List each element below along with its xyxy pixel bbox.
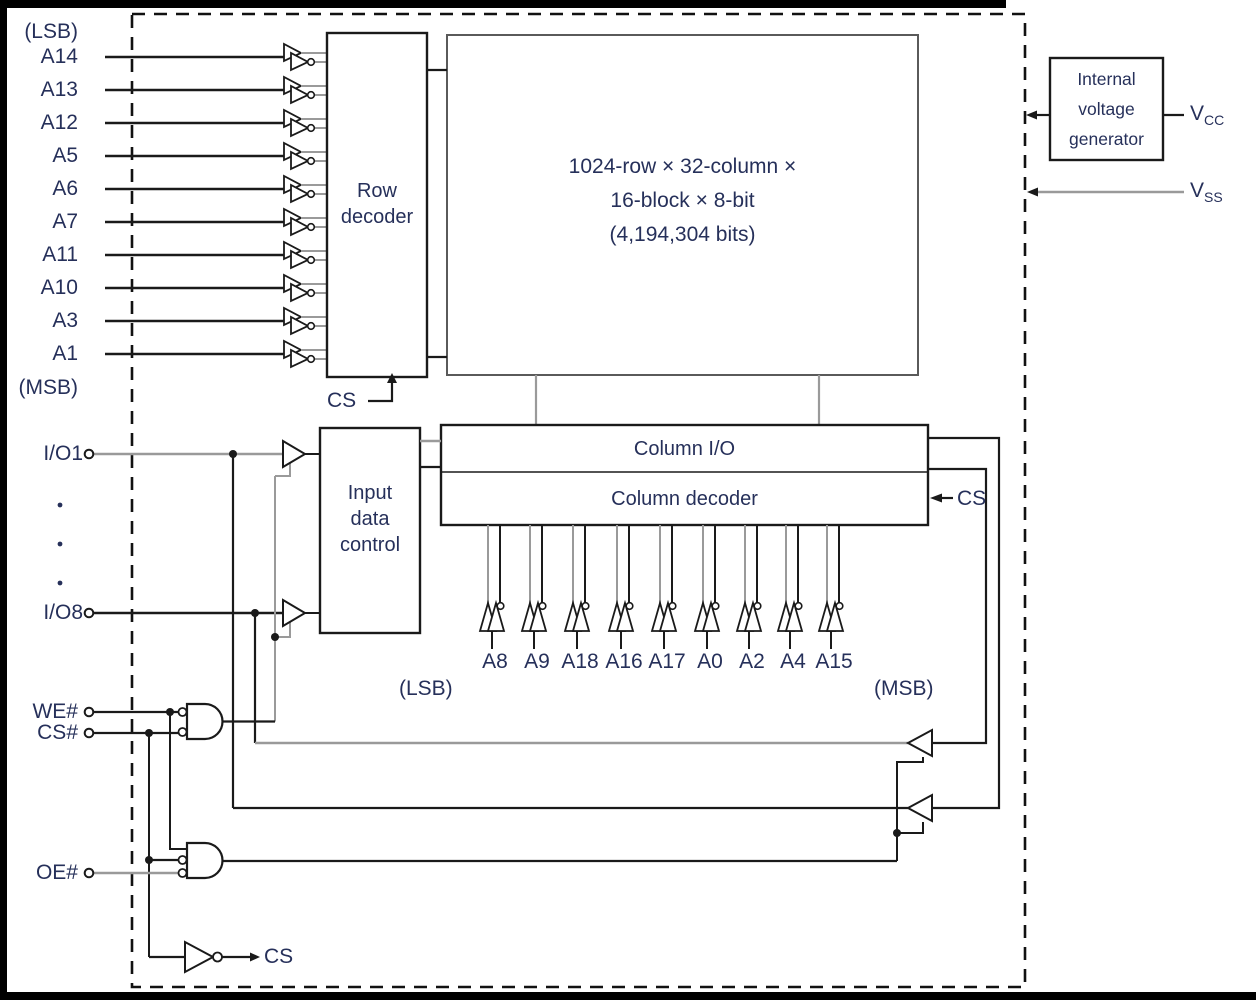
- row-pin-label: A3: [52, 309, 78, 332]
- input-data-control-box: [318, 426, 422, 635]
- row-pin-label: A14: [40, 45, 78, 68]
- vcc-label: VCC: [1190, 101, 1224, 133]
- column-io-box: [439, 423, 930, 527]
- voltage-generator: [1026, 56, 1184, 197]
- column-decoder-cs-label: CS: [957, 487, 987, 510]
- col-msb-label: (MSB): [874, 677, 934, 700]
- io-ellipsis: [57, 502, 63, 586]
- frame-bar-bottom: [0, 992, 1256, 1000]
- cs-hash-label: CS#: [37, 721, 78, 744]
- row-decoder-box: [325, 31, 429, 379]
- row-decoder-cs-label: CS: [327, 389, 357, 412]
- input-data-control-label: Input data control: [339, 482, 401, 556]
- junction-dots: [145, 450, 279, 864]
- oe-label: OE#: [35, 861, 78, 884]
- frame-bar-top: [0, 0, 1006, 8]
- vcc-sub: CC: [1204, 112, 1225, 129]
- vss-main: V: [1190, 179, 1205, 202]
- row-pin-label: A7: [52, 210, 78, 233]
- io1-label: I/O1: [43, 442, 83, 465]
- output-enable-gate: [93, 712, 897, 957]
- row-decoder-to-array-connectors: [427, 68, 447, 359]
- output-buffer-routing: [928, 436, 1001, 810]
- chip-boundary-dashed: [130, 12, 1027, 989]
- column-decoder-label: Column decoder: [611, 488, 758, 510]
- array-to-columnio-connectors: [534, 375, 821, 425]
- col-pin-label: A2: [739, 650, 765, 673]
- row-decoder-cs-wire: [368, 373, 397, 403]
- memory-array-line3: (4,194,304 bits): [609, 223, 756, 246]
- memory-array-line1: 1024-row × 32-column ×: [568, 155, 797, 178]
- memory-array-line2: 16-block × 8-bit: [610, 189, 755, 212]
- col-pin-label: A8: [482, 650, 508, 673]
- memory-array-box: [446, 34, 919, 376]
- row-pin-label: A5: [52, 144, 78, 167]
- row-pin-label: A12: [40, 111, 78, 134]
- row-pin-label: A6: [52, 177, 78, 200]
- internal-cs-label: CS: [264, 945, 294, 968]
- column-io-label: Column I/O: [633, 438, 736, 460]
- vss-sub: SS: [1204, 189, 1223, 206]
- voltage-generator-label: Internal voltage generator: [1069, 69, 1144, 149]
- vss-label: VSS: [1190, 178, 1223, 210]
- io8-label: I/O8: [43, 601, 83, 624]
- row-pin-label: A11: [42, 243, 78, 266]
- column-address-buffers: [479, 524, 844, 650]
- vcc-main: V: [1190, 102, 1205, 125]
- row-pin-label: A10: [40, 276, 78, 299]
- col-lsb-label: (LSB): [399, 677, 453, 700]
- row-lsb-label: (LSB): [24, 20, 78, 43]
- row-decoder-label: Row decoder: [340, 180, 414, 228]
- col-pin-label: A15: [815, 650, 853, 673]
- memory-array-label: 1024-row × 32-column × 16-block × 8-bit …: [447, 150, 918, 252]
- idc-to-columnio-connectors: [420, 439, 441, 469]
- we-label: WE#: [32, 700, 78, 723]
- col-pin-label: A16: [605, 650, 643, 673]
- row-address-buffers: [103, 42, 329, 369]
- col-pin-label: A17: [648, 650, 686, 673]
- pin-terminals: [83, 448, 95, 879]
- col-pin-label: A0: [697, 650, 723, 673]
- col-pin-label: A4: [780, 650, 806, 673]
- write-enable-gate: [93, 702, 275, 741]
- output-buffers: [893, 728, 933, 861]
- io-input-buffers: [93, 439, 320, 808]
- col-pin-label: A18: [561, 650, 599, 673]
- row-pin-label: A13: [40, 78, 78, 101]
- frame-bar-left: [0, 0, 7, 1000]
- column-decoder-cs-wire: [930, 493, 953, 503]
- cs-inverter: [149, 940, 260, 974]
- row-msb-label: (MSB): [18, 376, 79, 399]
- row-pin-label: A1: [52, 342, 78, 365]
- col-pin-label: A9: [524, 650, 550, 673]
